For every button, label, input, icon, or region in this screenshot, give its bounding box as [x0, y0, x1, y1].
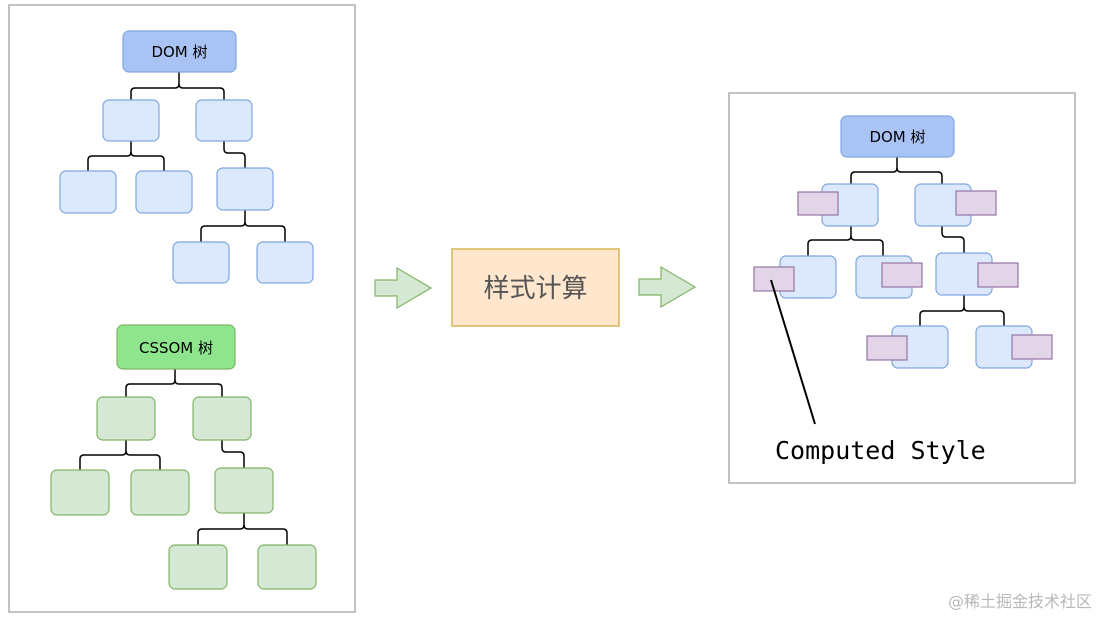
annotation-pointer-line [770, 279, 816, 425]
style-calculation-label: 样式计算 [483, 274, 587, 304]
dom-node [256, 241, 314, 284]
dom-node [216, 167, 274, 211]
cssom-tree-connectors [79, 369, 288, 545]
cssom-root-node [116, 324, 236, 370]
computed-style-tag [797, 191, 839, 216]
computed-tree-connectors [807, 157, 1005, 326]
cssom-node [168, 544, 228, 590]
computed-style-annotation: Computed Style [775, 436, 986, 465]
cssom-node [50, 469, 110, 516]
cssom-node [214, 467, 274, 514]
cssom-node [257, 544, 317, 590]
computed-style-tag [866, 335, 908, 361]
left-panel-frame [8, 4, 356, 613]
watermark-text: @稀土掘金技术社区 [948, 592, 1092, 611]
computed-style-tag [1011, 334, 1053, 360]
style-calculation-box [451, 248, 620, 327]
dom-root-label: DOM 树 [151, 43, 207, 61]
cssom-root-label: CSSOM 树 [139, 339, 213, 357]
computed-style-tag [881, 262, 923, 288]
dom-node [102, 99, 160, 142]
dom-node [135, 170, 193, 214]
right-arrow-icon [638, 265, 697, 309]
dom-root-node [122, 30, 237, 73]
cssom-node [96, 396, 156, 441]
dom-tree-connectors [87, 72, 286, 242]
right-arrow-icon [374, 266, 433, 310]
dom-node [59, 170, 117, 214]
cssom-node [192, 396, 252, 441]
computed-style-tag [955, 190, 997, 216]
computed-dom-root-label: DOM 树 [869, 128, 925, 146]
dom-node [172, 241, 230, 284]
dom-node [195, 99, 253, 142]
computed-dom-root-node [840, 115, 955, 158]
computed-style-tag [977, 262, 1019, 288]
cssom-node [130, 469, 190, 516]
